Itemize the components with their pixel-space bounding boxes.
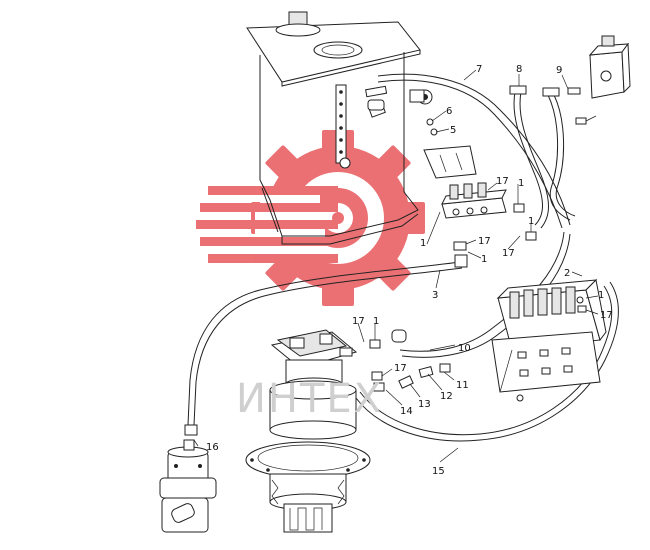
callout-labels: 7 8 9 6 5 17 1 1 17 1 17 2 1 3 17 17 1 1… <box>206 64 613 477</box>
manifold-block <box>423 145 537 251</box>
return-hoses <box>377 73 576 229</box>
small-fittings <box>367 99 438 136</box>
hose-10 <box>399 231 571 358</box>
callout-17: 17 <box>502 248 515 259</box>
callout-12: 12 <box>440 391 453 402</box>
callout-1: 1 <box>420 238 426 249</box>
callout-11: 11 <box>456 380 469 391</box>
callout-16: 16 <box>206 442 219 453</box>
callout-1: 1 <box>481 254 487 265</box>
callout-17: 17 <box>352 316 365 327</box>
callout-15: 15 <box>432 466 445 477</box>
callout-17: 17 <box>496 176 509 187</box>
hose-15 <box>355 281 619 442</box>
relief-valve-block <box>567 35 631 125</box>
callout-17: 17 <box>478 236 491 247</box>
callout-14: 14 <box>400 406 413 417</box>
control-valve <box>491 278 607 402</box>
callout-1: 1 <box>373 316 379 327</box>
swivel-joint <box>159 439 217 533</box>
callout-7: 7 <box>476 64 482 75</box>
swing-motor <box>245 329 371 533</box>
motor-fittings <box>369 329 451 392</box>
callout-1: 1 <box>518 178 524 189</box>
callout-17: 17 <box>600 310 613 321</box>
callout-13: 13 <box>418 399 431 410</box>
leader-lines <box>193 69 599 463</box>
callout-5: 5 <box>450 125 456 136</box>
callout-8: 8 <box>516 64 522 75</box>
callout-1: 1 <box>598 290 604 301</box>
callout-10: 10 <box>458 343 471 354</box>
callout-3: 3 <box>432 290 438 301</box>
callout-9: 9 <box>556 65 562 76</box>
watermark-logo <box>196 130 425 306</box>
callout-17: 17 <box>394 363 407 374</box>
hose-3 <box>184 254 468 436</box>
hydraulic-tank <box>246 11 433 245</box>
watermark-text: ИНТЕХ <box>236 376 383 422</box>
callout-1: 1 <box>528 216 534 227</box>
callout-2: 2 <box>564 268 570 279</box>
callout-6: 6 <box>446 106 452 117</box>
